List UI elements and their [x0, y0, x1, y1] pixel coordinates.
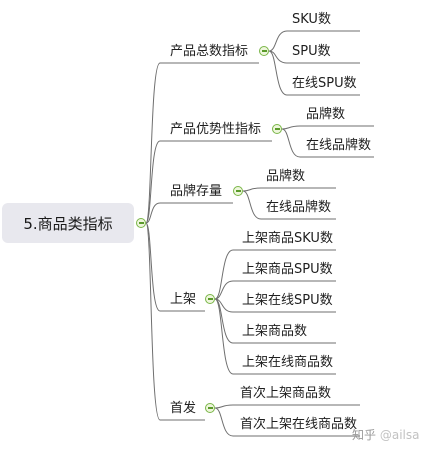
leaf-label[interactable]: 首次上架商品数: [240, 386, 332, 401]
branch-collapse-icon[interactable]: [205, 403, 215, 413]
leaf-connector: [268, 30, 360, 52]
leaf-label[interactable]: 首次上架在线商品数: [240, 417, 358, 432]
leaf-label[interactable]: 上架商品数: [242, 324, 308, 339]
branch-collapse-icon[interactable]: [272, 124, 282, 134]
leaf-label[interactable]: 品牌数: [266, 169, 306, 184]
leaf-label[interactable]: 上架商品SPU数: [242, 262, 333, 277]
leaf-connector: [242, 187, 336, 192]
leaf-connector: [242, 190, 336, 220]
watermark-site: 知乎: [352, 428, 377, 442]
branch-collapse-icon[interactable]: [205, 294, 215, 304]
branch-label-product-advantage[interactable]: 产品优势性指标: [170, 122, 262, 137]
leaf-label[interactable]: 上架在线商品数: [242, 355, 334, 370]
leaf-connector: [214, 404, 360, 409]
leaf-connector: [214, 298, 336, 344]
watermark: 知乎 @ailsa: [352, 426, 419, 443]
branch-label-brand-stock[interactable]: 品牌存量: [170, 184, 223, 199]
root-collapse-icon[interactable]: [136, 218, 146, 228]
root-label: 5.商品类指标: [23, 214, 113, 233]
leaf-label[interactable]: SKU数: [292, 12, 331, 27]
leaf-label[interactable]: 在线SPU数: [292, 76, 357, 91]
leaf-label[interactable]: 在线品牌数: [266, 200, 332, 215]
branch-label-listing[interactable]: 上架: [170, 292, 197, 307]
leaf-connector: [214, 280, 336, 300]
root-node[interactable]: 5.商品类指标: [2, 203, 134, 243]
branch-label-product-total[interactable]: 产品总数指标: [170, 44, 249, 59]
branch-collapse-icon[interactable]: [259, 46, 269, 56]
leaf-connector: [214, 298, 336, 375]
leaf-connector: [214, 249, 336, 300]
leaf-label[interactable]: 品牌数: [306, 107, 346, 122]
leaf-connector: [268, 50, 360, 96]
branch-collapse-icon[interactable]: [233, 186, 243, 196]
leaf-connector: [281, 128, 374, 158]
leaf-label[interactable]: SPU数: [292, 44, 331, 59]
root-branch-connector: [145, 222, 205, 312]
leaf-label[interactable]: 在线品牌数: [306, 138, 372, 153]
leaf-connector: [214, 407, 360, 437]
root-branch-connector: [145, 140, 272, 224]
leaf-label[interactable]: 上架商品SKU数: [242, 231, 333, 246]
leaf-connector: [281, 125, 374, 130]
root-branch-connector: [145, 222, 205, 421]
leaf-label[interactable]: 上架在线SPU数: [242, 293, 333, 308]
root-branch-connector: [145, 202, 233, 224]
root-branch-connector: [145, 62, 259, 224]
leaf-connector: [214, 298, 336, 313]
watermark-user: @ailsa: [379, 428, 420, 442]
branch-label-first-release[interactable]: 首发: [170, 401, 197, 416]
leaf-connector: [268, 50, 360, 64]
